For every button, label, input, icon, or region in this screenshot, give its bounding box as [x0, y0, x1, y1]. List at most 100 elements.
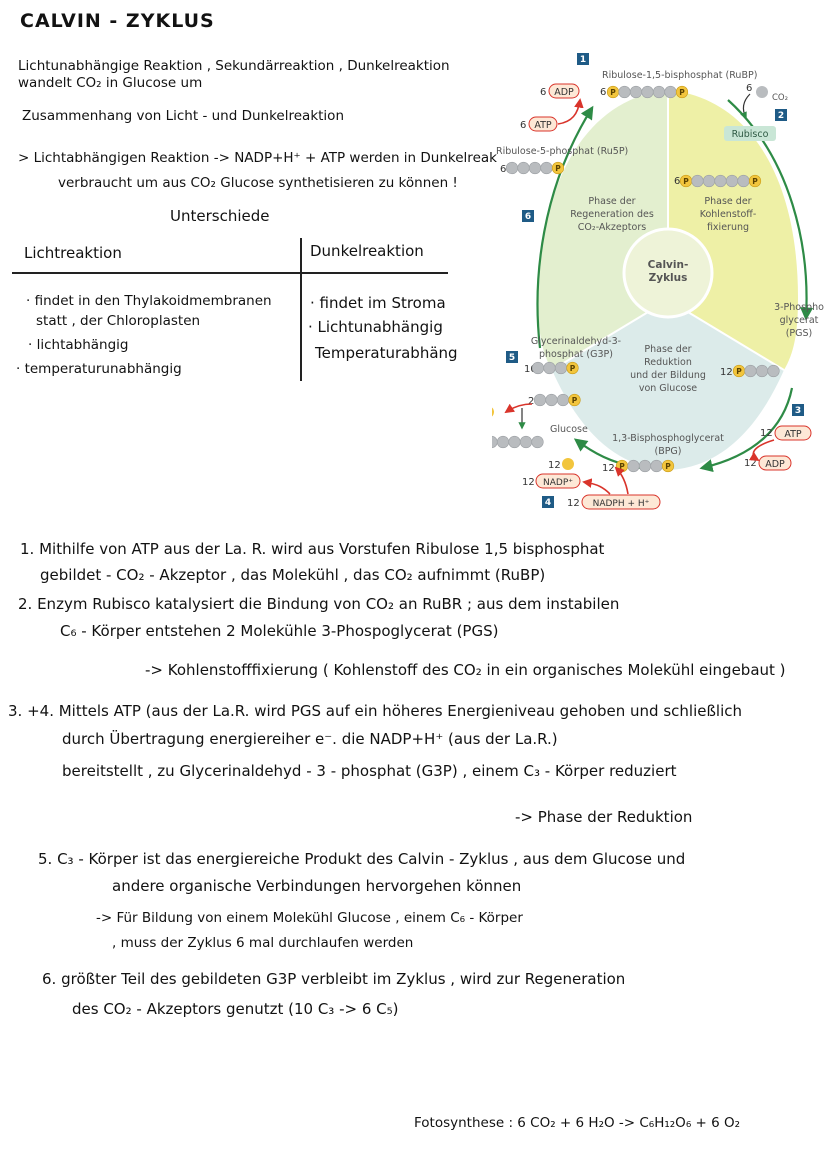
center-label-1: Calvin-: [648, 259, 689, 271]
co2-text: CO₂: [772, 93, 788, 103]
atp-pill-top: [528, 116, 558, 132]
cycle-arrow-regeneration: [536, 105, 594, 349]
step-5-line-3: -> Für Bildung von einem Molekühl Glucos…: [96, 910, 523, 926]
cycle-arrow-fixation: [727, 99, 814, 321]
pgs-label-1: 3-Phospho: [774, 302, 824, 313]
g3p-count: 10: [524, 364, 537, 375]
step-3-4-line-2: durch Übertragung energiereiher e⁻. die …: [62, 730, 558, 748]
carbon-atom: [737, 174, 750, 188]
intro-line-1: Lichtunabhängige Reaktion , Sekundärreak…: [18, 58, 450, 74]
phosphate-symbol: P: [570, 364, 576, 373]
carbon-atom: [650, 459, 663, 473]
phosphate-symbol: P: [555, 164, 561, 173]
zusammenhang-heading: Zusammenhang von Licht - und Dunkelreakt…: [22, 108, 344, 124]
nadph-count: 12: [567, 498, 580, 509]
step-6-line-1: 6. größter Teil des gebildeten G3P verbl…: [42, 970, 626, 988]
bpg-count: 12: [602, 463, 615, 474]
glucose-molecule: [492, 435, 544, 449]
carbon-atom: [755, 364, 769, 378]
step-badge-5-text: 5: [509, 353, 515, 363]
carbon-atom: [492, 435, 498, 449]
adp-pill-bottom: [758, 455, 792, 471]
phosphate-release-arrow: [504, 403, 533, 414]
center-circle: [622, 227, 714, 319]
step-3-4-line-3: bereitstellt , zu Glycerinaldehyd - 3 - …: [62, 762, 677, 780]
adp-pill: [548, 83, 580, 99]
calvin-cycle-diagram: Calvin- Zyklus Phase der Regeneration de…: [492, 53, 824, 510]
step-badge-1: [577, 53, 589, 65]
carbon-atom: [528, 161, 542, 175]
step-badge-3-text: 3: [795, 406, 801, 416]
phase-reduktion-line-2: Reduktion: [644, 357, 692, 368]
carbon-atom: [519, 435, 533, 449]
nadph-text: NADPH + H⁺: [593, 499, 650, 509]
phosphate-atom: [568, 393, 581, 407]
carbon-atom: [652, 85, 666, 99]
dunkelreaktion-item-1: · findet im Stroma: [310, 294, 446, 312]
nadp-count: 12: [522, 477, 535, 488]
step-badge-4-text: 4: [545, 498, 551, 508]
co2-arrow: [740, 93, 751, 120]
unterschiede-heading: Unterschiede: [170, 207, 270, 225]
phase-reduktion-line-3: und der Bildung: [630, 370, 706, 381]
carbon-atom: [744, 364, 757, 378]
phosphate-symbol: P: [665, 462, 671, 471]
carbon-atom: [545, 393, 558, 407]
carbon-atom: [664, 85, 677, 99]
dunkelreaktion-item-2: · Lichtunabhängig: [308, 318, 443, 336]
nadp-pill: [535, 473, 581, 489]
table-divider-horizontal: [12, 272, 448, 274]
carbon-atom: [543, 361, 556, 375]
phase-region-reduktion: [552, 300, 784, 470]
lichtreaktion-item-4: · temperaturunabhängig: [16, 361, 182, 377]
atp-count-top: 6: [520, 120, 526, 131]
nadph-pill: [581, 494, 661, 510]
carbon-atom: [505, 161, 519, 175]
step-6-line-2: des CO₂ - Akzeptors genutzt (10 C₃ -> 6 …: [72, 1000, 399, 1018]
pgs-count: 12: [720, 367, 733, 378]
phosphate-symbol: P: [752, 177, 758, 186]
pgs-label-2: glycerat: [780, 315, 819, 326]
g3p-molecule: P: [531, 361, 579, 375]
phase-reduktion-line-1: Phase der: [644, 344, 691, 355]
cycle-arrow-reduction: [699, 387, 794, 473]
c6-count: 6: [674, 176, 680, 187]
phase-regeneration-line-3: CO₂-Akzeptors: [578, 222, 646, 233]
step-3-4-line-1: 3. +4. Mittels ATP (aus der La.R. wird P…: [8, 702, 742, 720]
bpg-phosphate-release-arrow: [614, 466, 629, 495]
lichtreaktion-item-2: statt , der Chloroplasten: [36, 313, 201, 329]
reduktion-note: -> Phase der Reduktion: [515, 808, 693, 826]
carbon-atom: [517, 161, 530, 175]
carbon-atom: [702, 174, 716, 188]
intro-line-2: wandelt CO₂ in Glucose um: [18, 75, 203, 91]
step-5-line-1: 5. C₃ - Körper ist das energiereiche Pro…: [38, 850, 686, 868]
phosphate-symbol: P: [679, 88, 685, 97]
adp-count: 6: [540, 87, 546, 98]
rubp-label: Ribulose-1,5-bisphosphat (RuBP): [602, 70, 757, 81]
phosphate-atom: [675, 85, 689, 99]
phosphate-symbol: P: [572, 396, 578, 405]
carbon-atom: [556, 393, 570, 407]
phosphate-atom: [566, 361, 579, 375]
bpg-label-1: 1,3-Bisphosphoglycerat: [612, 433, 724, 444]
carbon-atom: [725, 174, 739, 188]
dunkelreaktion-item-3: Temperaturabhäng: [315, 344, 458, 362]
atp-to-adp-bottom-arrow: [748, 439, 775, 461]
pgs-molecule: P: [732, 364, 780, 378]
carbon-atom: [540, 161, 553, 175]
bpg-label-2: (BPG): [654, 446, 681, 457]
co2-molecule: [756, 86, 768, 98]
rubisco-label: Rubisco: [732, 129, 769, 140]
step-1-line-2: gebildet - CO₂ - Akzeptor , das Molekühl…: [40, 566, 546, 584]
table-divider-vertical: [300, 238, 302, 381]
carbon-atom: [714, 174, 727, 188]
carbon-atom: [641, 85, 654, 99]
phosphate-symbol: P: [683, 177, 689, 186]
table-header-lichtreaktion: Lichtreaktion: [24, 244, 122, 262]
phase-fixierung-line-3: fixierung: [707, 222, 749, 233]
phosphate-released: [492, 407, 494, 417]
g3p-output-molecule: P: [533, 393, 581, 407]
